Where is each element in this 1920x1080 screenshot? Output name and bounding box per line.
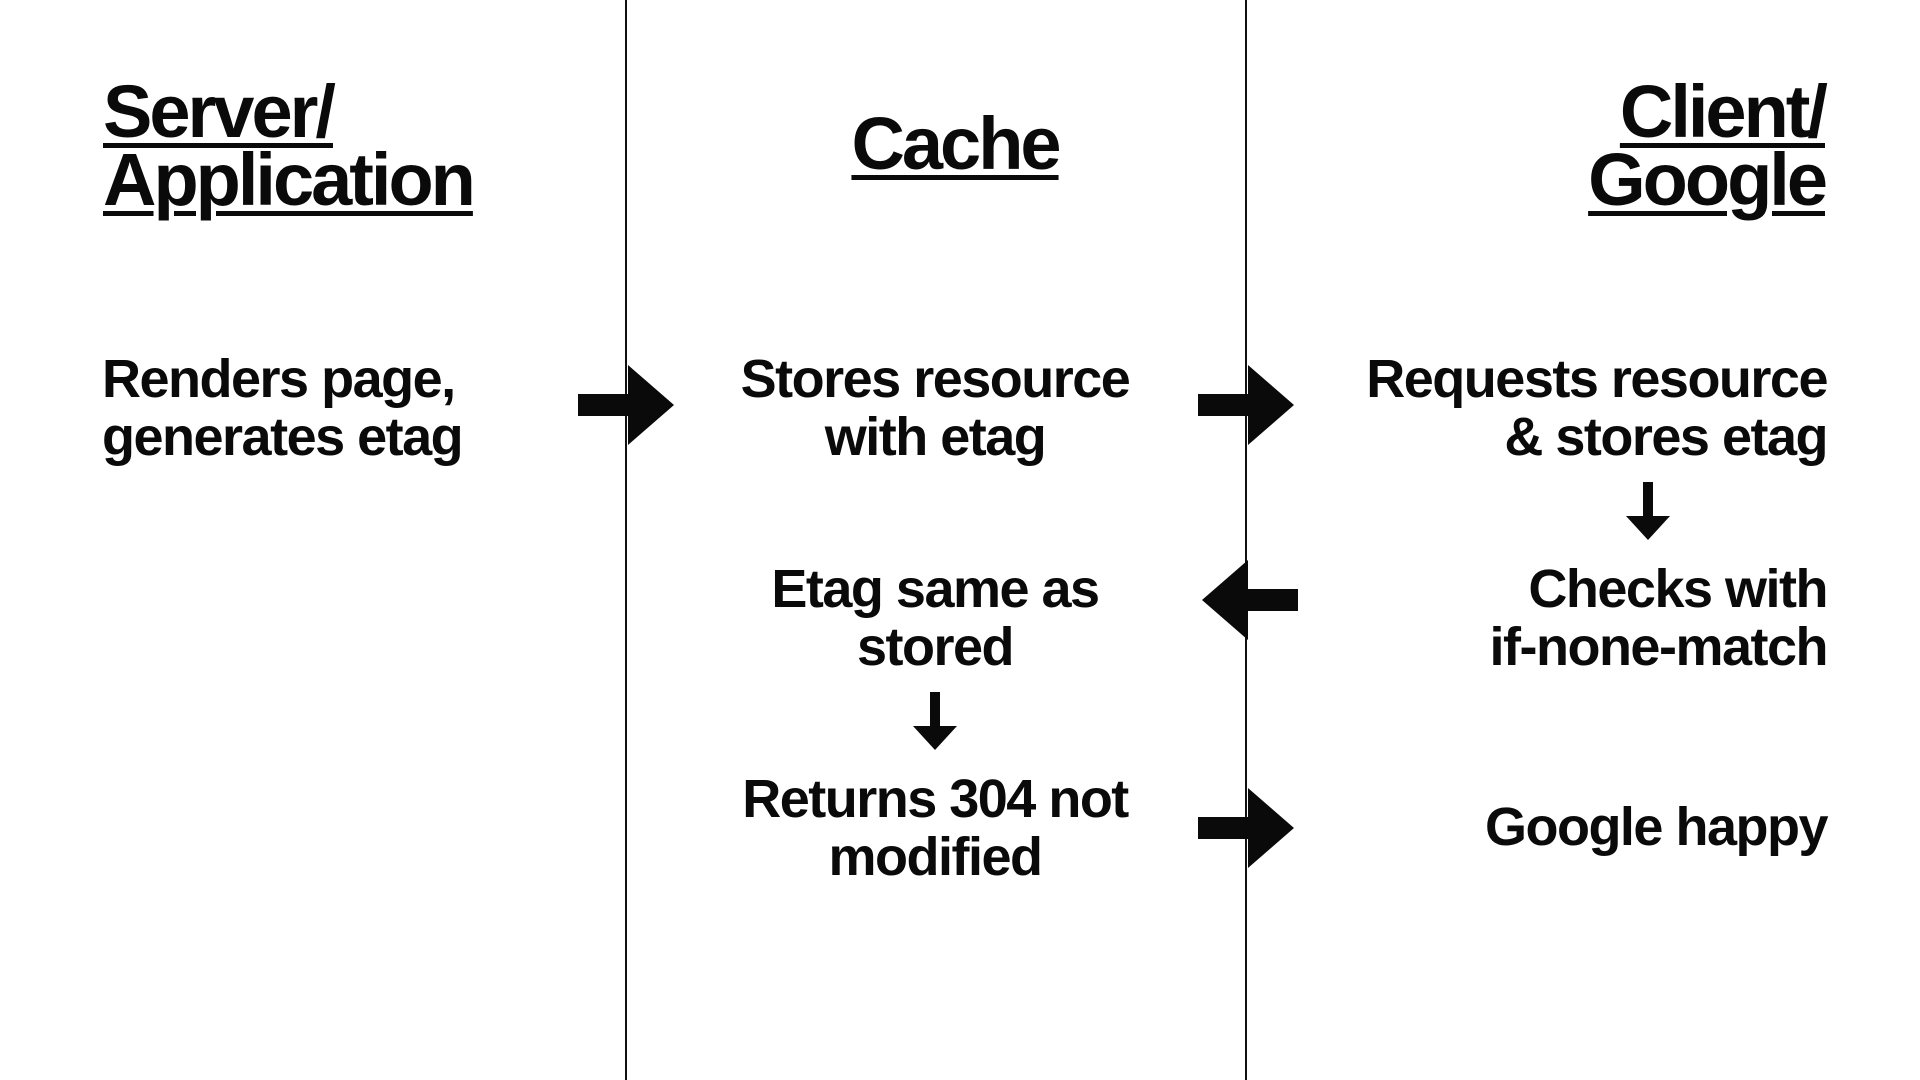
- step-client-request-line-2: & stores etag: [1504, 407, 1828, 467]
- heading-server-line-2: Application: [103, 138, 476, 221]
- heading-server-line-1: Server/: [103, 70, 336, 153]
- step-cache-compare-line-2: stored: [856, 617, 1015, 677]
- step-cache-compare-line-1: Etag same as: [771, 559, 1100, 619]
- column-divider-right: [1245, 0, 1247, 1080]
- heading-cache-line-1: Cache: [851, 102, 1061, 185]
- step-client-happy-line-1: Google happy: [1484, 797, 1829, 857]
- column-divider-left: [625, 0, 627, 1080]
- arrow-right-icon: [578, 365, 674, 445]
- step-client-request-line-1: Requests resource: [1366, 349, 1828, 409]
- arrow-right-icon: [1198, 365, 1294, 445]
- step-client-check-line-1: Checks with: [1528, 559, 1828, 619]
- arrow-right-icon: [1198, 788, 1294, 868]
- step-client-check: Checks with if-none-match: [1489, 559, 1829, 677]
- heading-client-google: Client/ Google: [1588, 70, 1828, 221]
- step-client-happy: Google happy: [1484, 797, 1829, 857]
- heading-client-line-1: Client/: [1619, 70, 1828, 153]
- heading-server-application: Server/ Application: [103, 70, 476, 221]
- step-cache-compare: Etag same as stored: [685, 560, 1185, 676]
- step-cache-store: Stores resource with etag: [685, 350, 1185, 466]
- step-server-render-line-1: Renders page,: [102, 349, 456, 409]
- step-cache-return-line-2: modified: [828, 827, 1044, 887]
- step-client-request: Requests resource & stores etag: [1366, 349, 1828, 467]
- arrow-down-icon: [1626, 482, 1670, 540]
- heading-client-line-2: Google: [1588, 138, 1828, 221]
- heading-cache: Cache: [790, 102, 1120, 185]
- step-server-render: Renders page, generates etag: [102, 349, 464, 467]
- arrow-left-icon: [1202, 560, 1298, 640]
- step-cache-store-line-1: Stores resource: [740, 349, 1131, 409]
- step-cache-return-line-1: Returns 304 not: [742, 769, 1129, 829]
- step-cache-return: Returns 304 not modified: [685, 770, 1185, 886]
- arrow-down-icon: [913, 692, 957, 750]
- step-client-check-line-2: if-none-match: [1489, 617, 1829, 677]
- step-server-render-line-2: generates etag: [102, 407, 464, 467]
- step-cache-store-line-2: with etag: [824, 407, 1047, 467]
